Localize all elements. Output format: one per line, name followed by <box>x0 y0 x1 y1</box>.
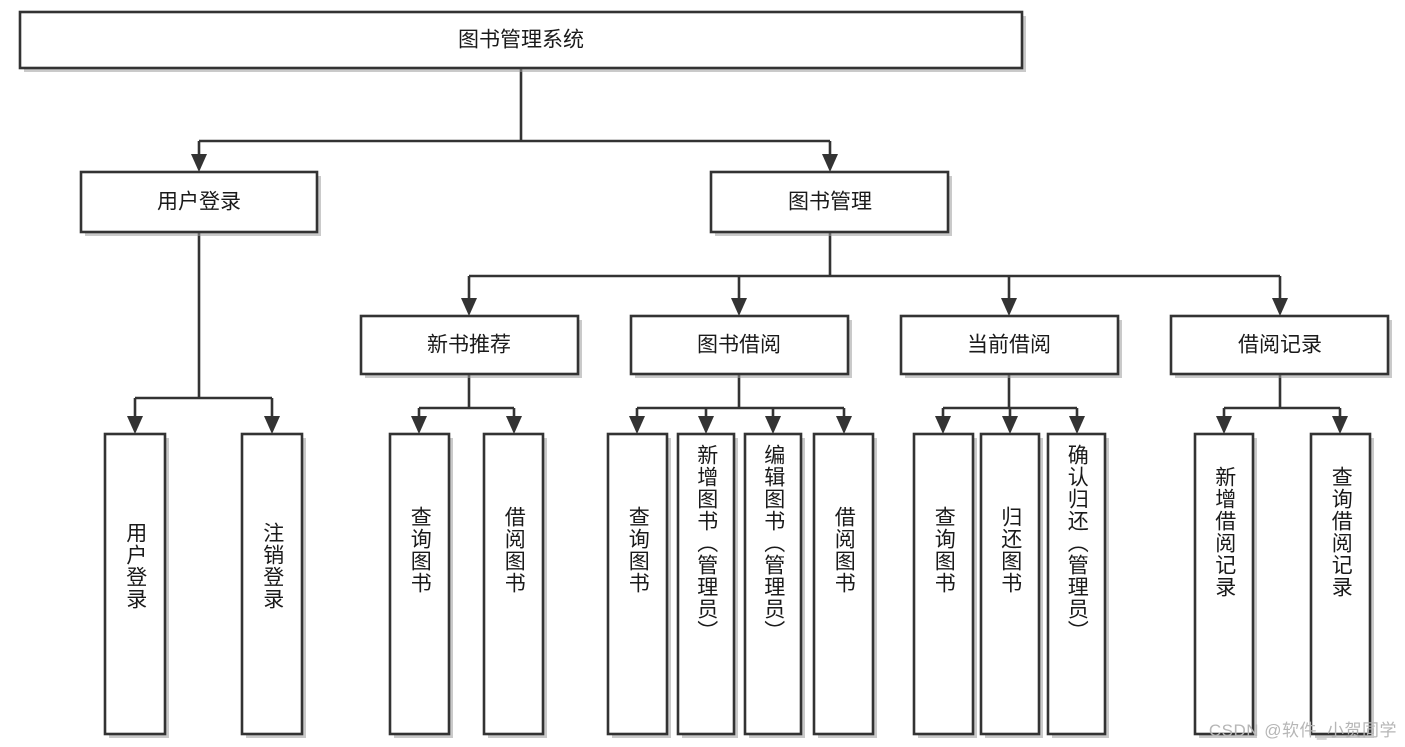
leaf-add-borrow-record[interactable] <box>1193 432 1257 738</box>
arrow-to-user-login <box>191 154 207 172</box>
book-manage-box <box>709 170 950 234</box>
arrow-to-current-borrow <box>1001 298 1017 316</box>
arrow-to-leaf-query-book-3 <box>935 416 951 434</box>
leaf-confirm-return[interactable] <box>1046 432 1109 738</box>
leaf-query-borrow-record[interactable] <box>1309 432 1374 738</box>
node-book-borrow[interactable]: 图书借阅 <box>629 314 852 378</box>
node-current-borrow[interactable]: 当前借阅 <box>899 314 1122 378</box>
new-book-recommend-box <box>359 314 580 376</box>
arrow-to-book-borrow <box>731 298 747 316</box>
current-borrow-box <box>899 314 1120 376</box>
node-book-manage[interactable]: 图书管理 <box>709 170 952 236</box>
leaf-query-book-2[interactable] <box>606 432 671 738</box>
leaf-return-book[interactable] <box>979 432 1043 738</box>
leaf-user-logout-box <box>240 432 304 736</box>
node-layer: 图书管理系统 用户登录 图书管理 新书推荐 <box>18 10 1392 738</box>
arrow-to-leaf-user-login <box>127 416 143 434</box>
leaf-add-borrow-record-box <box>1193 432 1255 736</box>
edge-layer <box>127 68 1348 434</box>
node-user-login[interactable]: 用户登录 <box>79 170 321 236</box>
leaf-query-book-3[interactable] <box>912 432 977 738</box>
arrow-to-leaf-user-logout <box>264 416 280 434</box>
leaf-add-book-box <box>676 432 736 736</box>
leaf-borrow-book-2-box <box>812 432 875 736</box>
leaf-edit-book[interactable] <box>743 432 805 738</box>
leaf-add-book[interactable] <box>676 432 738 738</box>
arrow-to-book-manage <box>822 154 838 172</box>
leaf-edit-book-box <box>743 432 803 736</box>
new-book-recommend-label: 新书推荐 <box>427 334 511 357</box>
book-borrow-label: 图书借阅 <box>697 334 781 357</box>
leaf-query-borrow-record-box <box>1309 432 1372 736</box>
arrow-to-leaf-edit-book <box>765 416 781 434</box>
root-box <box>18 10 1024 70</box>
arrow-to-leaf-return-book <box>1002 416 1018 434</box>
borrow-record-label: 借阅记录 <box>1238 334 1322 357</box>
leaf-user-login-box <box>103 432 167 736</box>
leaf-borrow-book-2[interactable] <box>812 432 877 738</box>
leaf-borrow-book-1[interactable] <box>482 432 547 738</box>
node-borrow-record[interactable]: 借阅记录 <box>1169 314 1392 378</box>
leaf-user-login[interactable] <box>103 432 169 738</box>
arrow-to-leaf-borrow-book-2 <box>836 416 852 434</box>
user-login-box <box>79 170 319 234</box>
leaf-return-book-box <box>979 432 1041 736</box>
arrow-to-leaf-query-book-1 <box>411 416 427 434</box>
root-label: 图书管理系统 <box>458 29 584 52</box>
arrow-to-leaf-query-book-2 <box>629 416 645 434</box>
leaf-query-book-2-box <box>606 432 669 736</box>
arrow-to-leaf-add-borrow-record <box>1216 416 1232 434</box>
node-new-book-recommend[interactable]: 新书推荐 <box>359 314 582 378</box>
arrow-to-leaf-borrow-book-1 <box>506 416 522 434</box>
arrow-to-leaf-add-book <box>698 416 714 434</box>
arrow-to-leaf-confirm-return <box>1069 416 1085 434</box>
arrow-to-new-book-recommend <box>461 298 477 316</box>
leaf-box-layer <box>103 432 1374 738</box>
node-root[interactable]: 图书管理系统 <box>18 10 1026 72</box>
leaf-query-book-1[interactable] <box>388 432 453 738</box>
user-login-label: 用户登录 <box>157 191 241 214</box>
leaf-borrow-book-1-box <box>482 432 545 736</box>
borrow-record-box <box>1169 314 1390 376</box>
arrow-to-borrow-record <box>1272 298 1288 316</box>
book-manage-label: 图书管理 <box>788 191 872 214</box>
leaf-query-book-3-box <box>912 432 975 736</box>
leaf-confirm-return-box <box>1046 432 1107 736</box>
arrow-to-leaf-query-borrow-record <box>1332 416 1348 434</box>
leaf-query-book-1-box <box>388 432 451 736</box>
leaf-user-logout[interactable] <box>240 432 306 738</box>
book-borrow-box <box>629 314 850 376</box>
current-borrow-label: 当前借阅 <box>967 334 1051 357</box>
